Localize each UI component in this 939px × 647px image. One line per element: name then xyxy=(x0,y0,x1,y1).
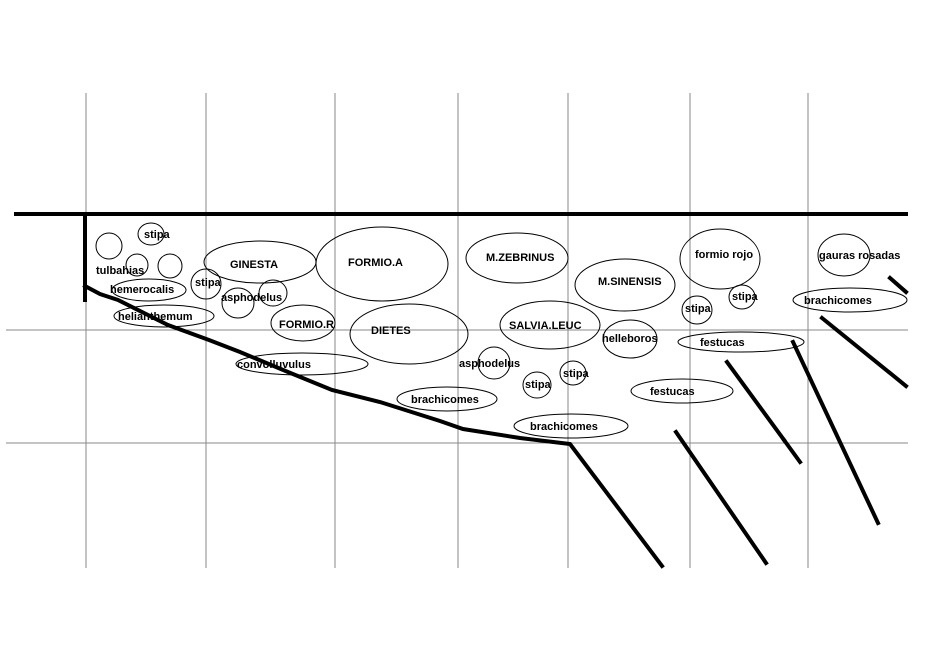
formio-r-ellipse xyxy=(270,304,336,342)
festucas-ellipse xyxy=(630,378,734,404)
grid xyxy=(6,93,908,568)
festucas-ellipse xyxy=(677,331,805,353)
stipa-circle xyxy=(681,295,713,325)
plant-labels: stipa tulbahias hemerocalis helianthemum… xyxy=(96,229,900,433)
label-salvia-leuc: SALVIA.LEUC xyxy=(509,320,582,332)
brachicomes-ellipse xyxy=(792,287,908,313)
stipa-circle xyxy=(728,284,756,310)
label-brachicomes: brachicomes xyxy=(411,394,479,406)
helianthemum-ellipse xyxy=(113,304,215,328)
label-asphodelus: asphodelus xyxy=(221,292,282,304)
asphodelus-ellipse xyxy=(477,346,511,380)
label-ginesta: GINESTA xyxy=(230,259,278,271)
asphodelus-ellipse xyxy=(221,287,255,319)
label-dietes: DIETES xyxy=(371,325,411,337)
label-brachicomes: brachicomes xyxy=(804,295,872,307)
m-zebrinus-ellipse xyxy=(465,232,569,284)
hemerocalis-ellipse xyxy=(111,278,187,302)
formio-rojo-ellipse xyxy=(679,228,761,290)
path-line xyxy=(724,359,787,443)
plant-outlines xyxy=(95,222,908,439)
salvia-leuc-ellipse xyxy=(499,300,601,350)
path-line xyxy=(781,437,803,465)
asphodelus-ellipse xyxy=(258,279,288,307)
gauras-rosadas-ellipse xyxy=(817,233,871,277)
dietes-ellipse xyxy=(349,303,469,365)
label-helleboros: helleboros xyxy=(602,333,658,345)
path-line xyxy=(673,429,769,566)
brachicomes-ellipse xyxy=(396,386,498,412)
tulbahias-circle xyxy=(95,232,123,260)
stipa-circle xyxy=(522,371,552,399)
stipa-circle xyxy=(137,222,165,246)
label-brachicomes: brachicomes xyxy=(530,421,598,433)
label-helianthemum: helianthemum xyxy=(118,311,193,323)
label-festucas: festucas xyxy=(650,386,695,398)
label-asphodelus: asphodelus xyxy=(459,358,520,370)
label-festucas: festucas xyxy=(700,337,745,349)
tulbahias-circle xyxy=(125,253,149,277)
label-gauras-rosadas: gauras rosadas xyxy=(819,250,900,262)
m-sinensis-ellipse xyxy=(574,258,676,312)
label-stipa: stipa xyxy=(563,368,590,380)
label-stipa: stipa xyxy=(525,379,552,391)
lower-edge-line xyxy=(82,283,665,569)
label-formio-rojo: formio rojo xyxy=(695,249,753,261)
path-line xyxy=(790,339,881,526)
path-line xyxy=(819,315,909,389)
label-hemerocalis: hemerocalis xyxy=(110,284,174,296)
label-tulbahias: tulbahias xyxy=(96,265,144,277)
label-stipa: stipa xyxy=(732,291,759,303)
label-stipa: stipa xyxy=(685,303,712,315)
label-formio-a: FORMIO.A xyxy=(348,257,403,269)
label-formio-r: FORMIO.R xyxy=(279,319,334,331)
boundary-lines xyxy=(14,212,909,569)
path-line xyxy=(887,275,909,295)
label-m-zebrinus: M.ZEBRINUS xyxy=(486,252,554,264)
tulbahias-circle xyxy=(157,253,183,279)
brachicomes-ellipse xyxy=(513,413,629,439)
label-stipa: stipa xyxy=(195,277,222,289)
helleboros-ellipse xyxy=(602,319,658,359)
convolluvulus-ellipse xyxy=(235,352,369,376)
label-stipa: stipa xyxy=(144,229,171,241)
label-m-sinensis: M.SINENSIS xyxy=(598,276,662,288)
label-convolluvulus: convolluvulus xyxy=(237,359,311,371)
stipa-circle xyxy=(559,360,587,386)
formio-a-ellipse xyxy=(315,226,449,302)
stipa-circle xyxy=(190,268,222,300)
